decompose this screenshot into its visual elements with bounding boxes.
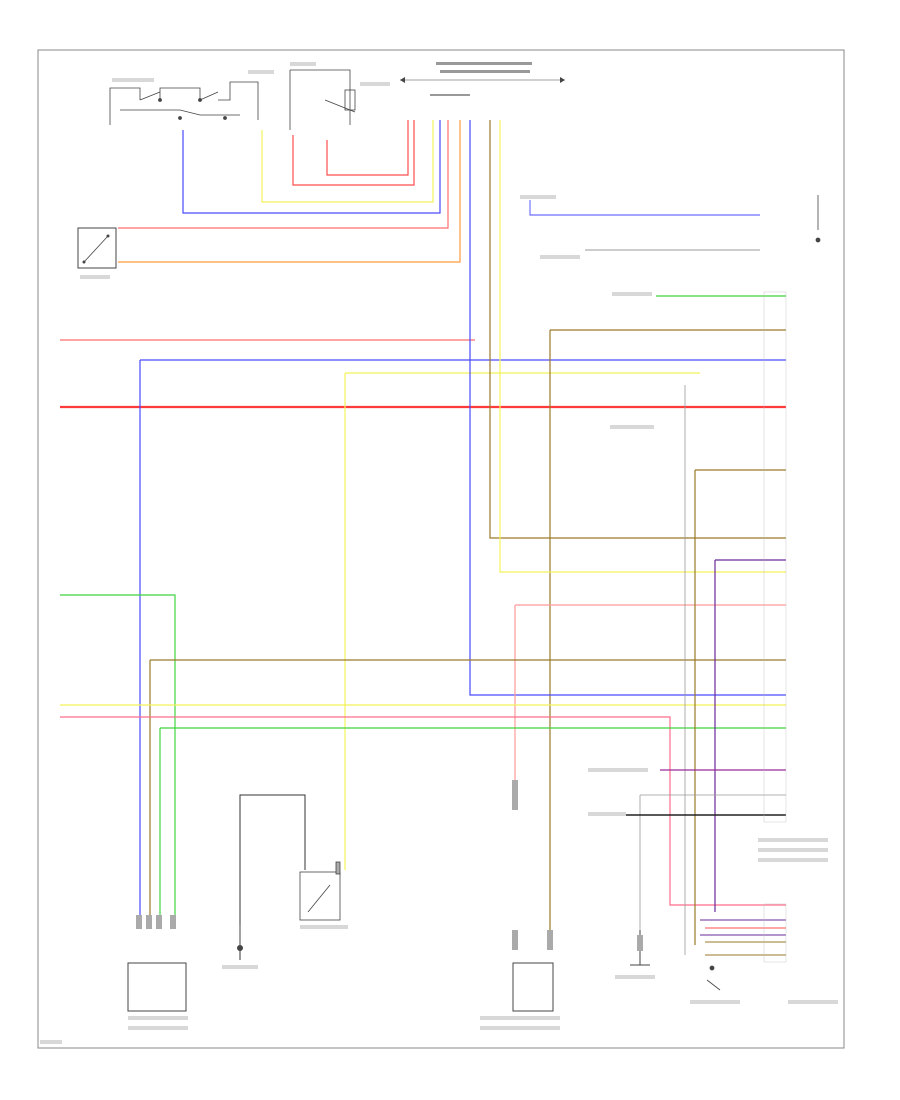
crank-position-switch <box>706 965 721 991</box>
fuel-pump-module <box>127 915 187 1012</box>
wire-blue-tank <box>529 200 760 216</box>
ground-g200 <box>630 930 650 966</box>
wire-brown-vert <box>489 120 786 539</box>
brake-switch <box>77 227 117 269</box>
wire-brown-crank <box>705 941 786 956</box>
wire-orange-brake <box>118 120 461 263</box>
wire-pink-vert <box>514 604 786 790</box>
ecm-top-connector <box>400 62 565 96</box>
wire-yellow-vert <box>499 120 786 573</box>
wire-violet-right <box>714 559 786 912</box>
wire-brown-left <box>149 659 786 920</box>
fuel-tank-unit-sensor <box>299 861 341 921</box>
wire-brown-right <box>694 469 786 945</box>
wire-blue-top <box>182 120 441 214</box>
wire-red-relay-2 <box>326 120 409 176</box>
wire-yellow-long <box>344 372 700 870</box>
wire-red-relay <box>292 120 415 186</box>
wire-harness <box>60 120 786 960</box>
wire-brown-ecm <box>549 329 786 945</box>
wire-blue-long <box>139 359 786 920</box>
crankshaft-sensor <box>512 780 554 1012</box>
diagram-frame <box>37 49 845 1049</box>
fuel-level-sensor-top <box>815 195 821 243</box>
wire-violet-crank <box>700 919 786 936</box>
ignition-switch-cluster <box>109 69 356 130</box>
wire-pink-left <box>60 716 786 906</box>
wire-red-brake <box>118 120 449 229</box>
ecm-pin-column <box>763 291 787 963</box>
wire-yellow-top <box>261 120 434 203</box>
label-placeholders <box>40 62 838 1044</box>
wire-green-left <box>60 594 176 920</box>
wire-blue-vert <box>469 120 786 696</box>
wire-black-loop <box>239 794 306 960</box>
ground-g101 <box>237 925 243 951</box>
wire-green-mid <box>159 727 786 920</box>
